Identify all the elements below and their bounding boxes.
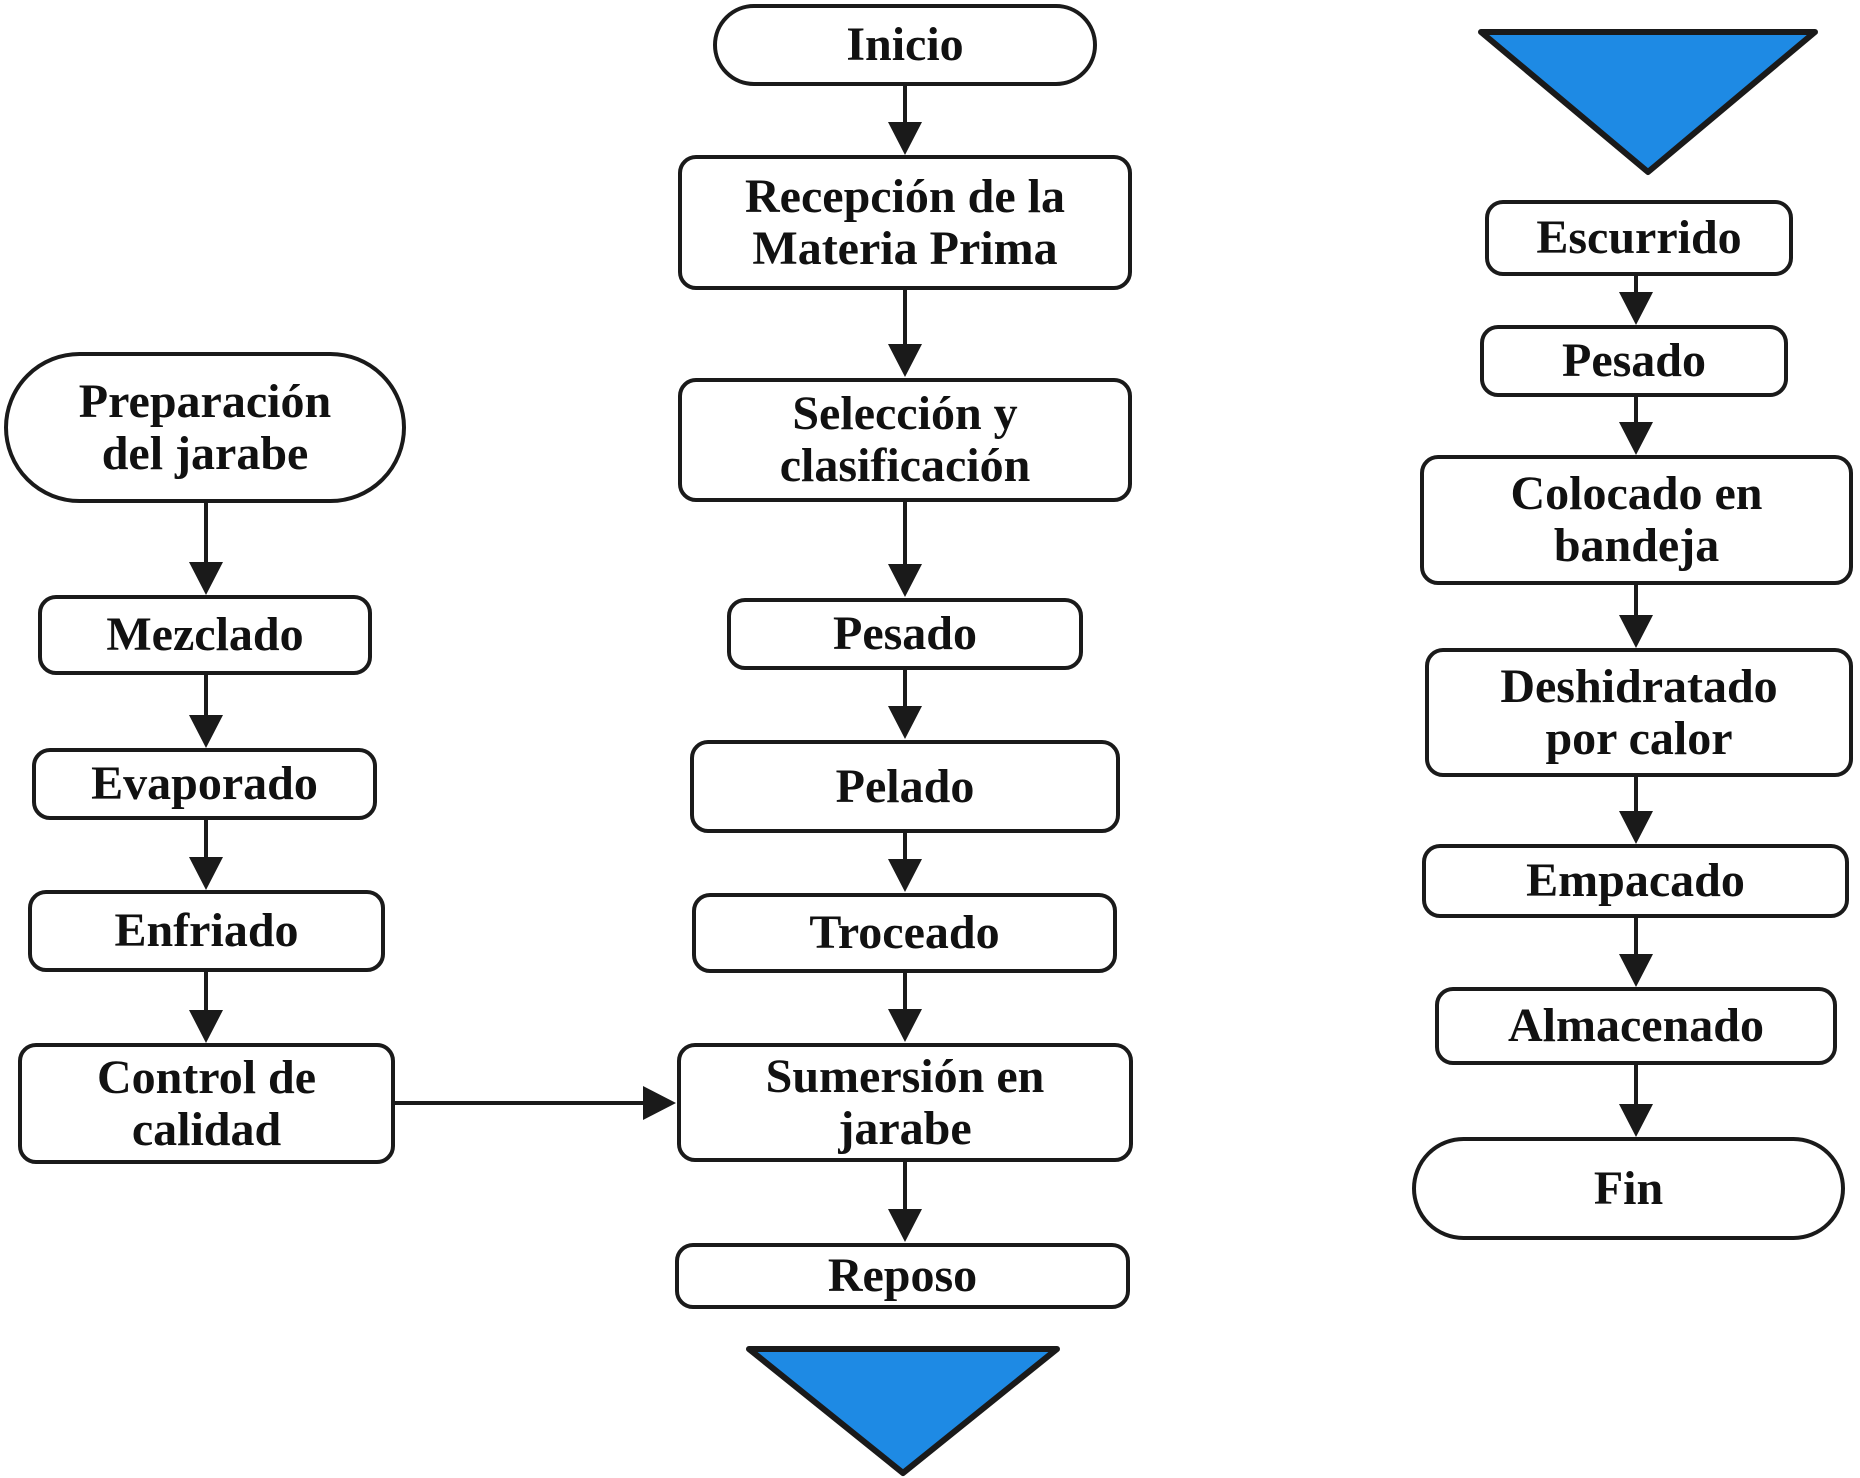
node-label: Fin <box>1593 1161 1664 1215</box>
offpage-connector-middle-shape <box>746 1346 1060 1476</box>
node-empacado: Empacado <box>1422 844 1849 918</box>
node-label: Reposo <box>827 1249 978 1303</box>
node-deshidratado-por-calor: Deshidratado por calor <box>1425 648 1853 777</box>
node-pesado-derecha: Pesado <box>1480 325 1788 397</box>
arrow-inicio-recepcion <box>888 86 922 155</box>
node-label: Mezclado <box>106 608 304 662</box>
node-label: Pesado <box>833 607 977 661</box>
arrow-pelado-troceado <box>888 833 922 892</box>
arrow-deshidratado-empacado <box>1619 777 1653 844</box>
node-label: Inicio <box>846 18 964 72</box>
node-preparacion-del-jarabe: Preparación del jarabe <box>4 352 406 503</box>
offpage-connector-right-shape <box>1478 29 1818 175</box>
node-label: Pelado <box>835 759 975 813</box>
arrow-recepcion-seleccion <box>888 290 922 377</box>
node-label: Enfriado <box>114 904 299 958</box>
arrow-seleccion-pesado <box>888 502 922 597</box>
node-label: Empacado <box>1526 854 1745 908</box>
node-label: Troceado <box>809 906 1000 960</box>
arrow-preparacion-mezclado <box>189 503 223 595</box>
node-mezclado: Mezclado <box>38 595 372 675</box>
arrow-pesado-colocado <box>1619 397 1653 455</box>
arrow-empacado-almacenado <box>1619 918 1653 987</box>
arrow-sumersion-reposo <box>888 1162 922 1242</box>
node-label: Colocado en bandeja <box>1510 467 1763 572</box>
offpage-connector-right-icon <box>1478 29 1818 175</box>
node-label: Sumersión en jarabe <box>765 1049 1045 1155</box>
node-pelado: Pelado <box>690 740 1120 833</box>
node-label: Pesado <box>1562 334 1706 388</box>
node-escurrido: Escurrido <box>1485 200 1793 276</box>
node-fin: Fin <box>1412 1137 1845 1240</box>
node-pesado-centro: Pesado <box>727 598 1083 670</box>
node-troceado: Troceado <box>692 893 1117 973</box>
arrow-escurrido-pesado <box>1619 276 1653 325</box>
arrow-mezclado-evaporado <box>189 675 223 748</box>
arrow-evaporado-enfriado <box>189 820 223 890</box>
arrow-colocado-deshidratado <box>1619 585 1653 648</box>
node-label: Control de calidad <box>96 1050 317 1156</box>
arrow-enfriado-control <box>189 972 223 1043</box>
node-evaporado: Evaporado <box>32 748 377 820</box>
node-almacenado: Almacenado <box>1435 987 1837 1065</box>
arrow-almacenado-fin <box>1619 1065 1653 1137</box>
node-label: Almacenado <box>1508 999 1764 1053</box>
arrow-control-sumersion <box>395 1086 676 1120</box>
node-control-de-calidad: Control de calidad <box>18 1043 395 1164</box>
node-recepcion-materia-prima: Recepción de la Materia Prima <box>678 155 1132 290</box>
node-label: Preparación del jarabe <box>78 374 332 480</box>
node-label: Selección y clasificación <box>779 387 1031 492</box>
offpage-connector-middle-icon <box>746 1346 1060 1476</box>
node-enfriado: Enfriado <box>28 890 385 972</box>
node-sumersion-en-jarabe: Sumersión en jarabe <box>677 1043 1133 1162</box>
node-label: Recepción de la Materia Prima <box>745 169 1065 275</box>
node-colocado-en-bandeja: Colocado en bandeja <box>1420 455 1853 585</box>
node-inicio: Inicio <box>713 4 1097 86</box>
arrow-pesado-pelado <box>888 670 922 739</box>
node-label: Escurrido <box>1536 211 1742 265</box>
node-reposo: Reposo <box>675 1243 1130 1309</box>
node-label: Evaporado <box>91 757 318 811</box>
node-seleccion-clasificacion: Selección y clasificación <box>678 378 1132 502</box>
node-label: Deshidratado por calor <box>1500 659 1778 765</box>
arrow-troceado-sumersion <box>888 973 922 1042</box>
